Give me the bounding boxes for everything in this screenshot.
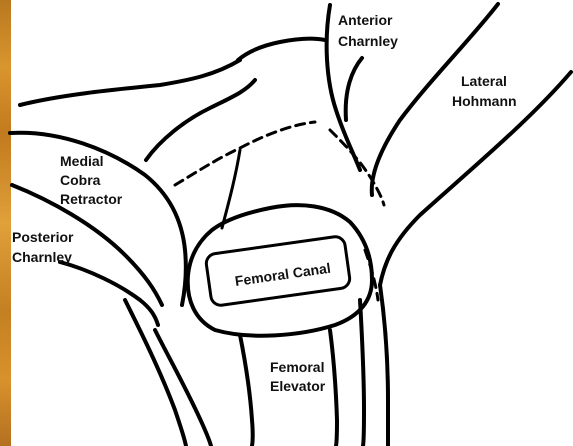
label-femoral-elevator: Femoral Elevator — [270, 359, 328, 394]
femoral-elevator-right — [330, 330, 337, 446]
label-femoral-canal: Femoral Canal — [234, 260, 332, 289]
femoral-elevator-left — [240, 335, 253, 446]
anterior-charnley-blade-edge — [346, 58, 362, 120]
label-lateral-hohmann: Lateral Hohmann — [452, 73, 517, 109]
tissue-top-outline — [20, 60, 240, 105]
tissue-ridge — [238, 39, 325, 60]
posterior-charnley-lower — [60, 262, 158, 325]
lower-tissue-right-2 — [360, 300, 364, 446]
label-anterior-charnley: Anterior Charnley — [338, 12, 398, 49]
osteotomy-dashed-line — [175, 122, 315, 185]
lower-tissue-right — [380, 285, 388, 446]
label-medial-cobra-retractor: Medial Cobra Retractor — [60, 153, 123, 207]
medial-tissue-curve — [146, 80, 255, 160]
label-posterior-charnley: Posterior Charnley — [12, 229, 77, 265]
